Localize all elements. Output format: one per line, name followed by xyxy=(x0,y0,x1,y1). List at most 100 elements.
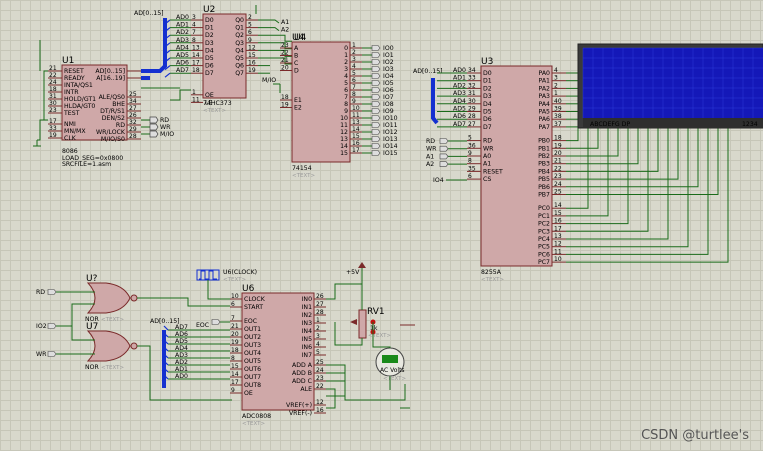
net-terminal xyxy=(371,45,381,51)
u2-text-placeholder: <TEXT> xyxy=(203,108,226,114)
ad-bus-u3 xyxy=(431,78,439,125)
u2-q-net: A1 xyxy=(281,19,289,26)
u3-pin-label: PA3 xyxy=(538,93,550,100)
u6-pin-number: 7 xyxy=(231,315,235,322)
u4-out-net: IO7 xyxy=(383,94,394,101)
u1-chip-body[interactable] xyxy=(61,64,128,141)
u3-chip-body[interactable] xyxy=(480,65,553,267)
u1-pin-number: 34 xyxy=(129,98,137,105)
voltmeter-display xyxy=(382,355,398,363)
net-terminal xyxy=(371,136,381,142)
u3-cs-net: IO4 xyxy=(433,177,444,184)
u3-pin-label: PA6 xyxy=(538,116,550,123)
u6-out-net: AD0 xyxy=(175,373,188,380)
bus-entry xyxy=(163,353,169,359)
u1-part-name: 8086 xyxy=(62,148,78,155)
u3-pin-label: PB2 xyxy=(538,153,550,160)
u6-pin-label: OUT8 xyxy=(244,382,261,389)
net-terminal xyxy=(149,130,159,138)
u6-pin-number: 1 xyxy=(316,317,320,324)
u3-pin-label: PB0 xyxy=(538,138,550,145)
port-wire xyxy=(566,128,669,240)
net-terminal xyxy=(439,153,449,160)
port-wire xyxy=(566,128,649,232)
u3-pin-number: 12 xyxy=(554,241,562,248)
net-terminal xyxy=(47,323,57,329)
u6-pin-number: 8 xyxy=(231,355,235,362)
u6-pin-number: 19 xyxy=(231,339,239,346)
u3-pin-number: 32 xyxy=(468,82,476,89)
u1-pin-label: READY xyxy=(64,75,85,82)
u6-pin-number: 27 xyxy=(316,301,324,308)
u1-pin-number: 23 xyxy=(49,107,57,114)
u4-pin-label: D xyxy=(294,68,299,75)
u4-pin-number: 11 xyxy=(352,112,360,119)
u2-pin-number: 5 xyxy=(248,22,252,29)
u6-pin-number: 20 xyxy=(231,331,239,338)
gate-in-net: IO2 xyxy=(36,323,47,330)
u3-in-net: AD0 xyxy=(453,67,466,74)
u6-chip-body[interactable] xyxy=(241,292,315,411)
u2-pin-number: 4 xyxy=(192,22,196,29)
net-terminal xyxy=(211,319,221,325)
u2-q-wire xyxy=(258,42,292,50)
u6-pin-number: 24 xyxy=(316,367,324,374)
u3-pin-number: 9 xyxy=(468,150,472,157)
ad-bus-main xyxy=(141,18,167,73)
u4-chip-body[interactable] xyxy=(291,41,351,163)
gnd-wire xyxy=(344,384,406,401)
u3-pin-label: PA0 xyxy=(538,70,550,77)
u4-pin-label: C xyxy=(294,60,298,67)
port-wire xyxy=(566,128,699,188)
u6-pin-number: 2 xyxy=(316,325,320,332)
u2-pin-label: Q5 xyxy=(235,55,244,62)
u4-pin-label: E2 xyxy=(294,105,302,112)
u1-pin-label: TEST xyxy=(63,110,80,117)
u1-pin-number: 26 xyxy=(129,112,137,119)
u6-pin-number: 17 xyxy=(231,379,239,386)
u4-out-net: IO8 xyxy=(383,101,394,108)
u3-pin-number: 39 xyxy=(554,106,562,113)
u2-pin-label: Q1 xyxy=(235,25,244,32)
u1-pin-label: CLK xyxy=(64,135,77,142)
u4-pin-label: 13 xyxy=(340,136,348,143)
u4-out-net: IO10 xyxy=(383,115,398,122)
net-terminal xyxy=(371,94,381,100)
u4-pin-number: 10 xyxy=(352,105,360,112)
u3-pin-label: D6 xyxy=(483,116,492,123)
u6-out-net: AD3 xyxy=(175,352,188,359)
u7-nor-gate[interactable] xyxy=(86,330,131,362)
bus-entry xyxy=(164,65,171,71)
u6-out-net: AD4 xyxy=(175,345,188,352)
u4-pin-label: 10 xyxy=(340,115,348,122)
u4-pin-number: 3 xyxy=(352,56,356,63)
u4-out-net: IO14 xyxy=(383,143,398,150)
u3-pin-number: 28 xyxy=(468,113,476,120)
u2-pin-label: Q3 xyxy=(235,40,244,47)
port-wire xyxy=(566,128,619,157)
lcd-strip xyxy=(583,118,763,128)
rv1-ref: RV1 xyxy=(367,307,385,317)
rv1-wiper-icon xyxy=(350,319,357,325)
u2-pin-number: 9 xyxy=(248,37,252,44)
u3-pin-label: PB5 xyxy=(538,176,550,183)
u2-pin-number: 6 xyxy=(248,29,252,36)
bus-entry xyxy=(164,72,171,78)
bus-entry xyxy=(164,19,171,25)
u4-pin-label: 7 xyxy=(344,94,348,101)
net-terminal xyxy=(371,122,381,128)
u6-pin-label: OUT1 xyxy=(244,326,261,333)
u7q-nor-gate[interactable] xyxy=(86,282,131,314)
u3-pin-label: PC1 xyxy=(538,213,550,220)
port-wire xyxy=(566,128,579,142)
u2-pin-label: Q4 xyxy=(235,47,244,54)
u4-pin-number: 2 xyxy=(352,49,356,56)
u6-pin-label: OUT3 xyxy=(244,342,261,349)
u6-ref: U6 xyxy=(242,284,255,294)
u3-pin-label: D1 xyxy=(483,78,492,85)
u2-chip-body[interactable] xyxy=(202,13,247,99)
net-label-2: M/IO xyxy=(160,131,174,138)
rv1-potentiometer[interactable] xyxy=(358,309,367,339)
